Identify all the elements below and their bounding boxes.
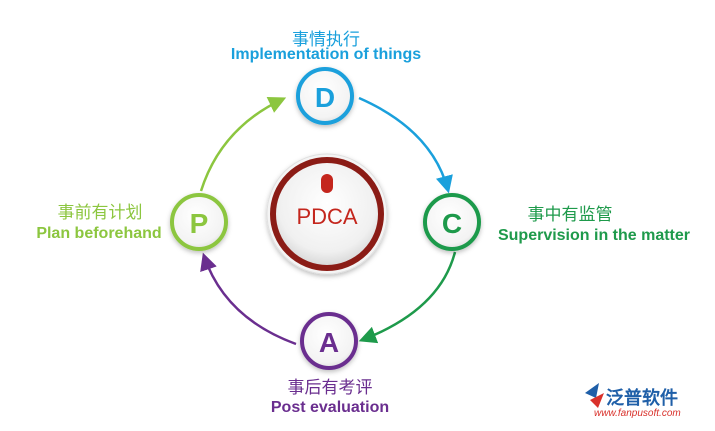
node-d (296, 67, 354, 125)
node-c-cn-label: 事中有监管 (527, 205, 613, 225)
node-a (300, 312, 358, 370)
node-d-en-label: Implementation of things (230, 46, 422, 63)
arrow-c-to-a (358, 251, 457, 344)
center-indicator-dot (321, 174, 333, 193)
node-a-cn-label: 事后有考评 (287, 378, 373, 398)
node-p-cn-label: 事前有计划 (57, 203, 143, 223)
node-c-en-label: Supervision in the matter (497, 227, 691, 244)
logo-icon (585, 383, 604, 408)
node-p-en-label: Plan beforehand (36, 225, 162, 242)
center-label: PDCA (296, 204, 357, 229)
node-d-cn-label: 事情执行 (292, 30, 360, 50)
center-knob (266, 153, 388, 275)
node-p (170, 193, 228, 251)
node-c (423, 193, 481, 251)
logo-name: 泛普软件 (606, 388, 678, 409)
node-a-letter: A (319, 327, 339, 358)
arrow-d-to-c (358, 96, 453, 194)
arrow-a-to-p (200, 252, 297, 346)
node-p-letter: P (190, 208, 209, 239)
node-a-en-label: Post evaluation (270, 399, 390, 416)
arrow-p-to-d (199, 97, 287, 192)
logo-url: www.fanpusoft.com (594, 408, 681, 419)
node-c-letter: C (442, 208, 462, 239)
node-d-letter: D (315, 82, 335, 113)
